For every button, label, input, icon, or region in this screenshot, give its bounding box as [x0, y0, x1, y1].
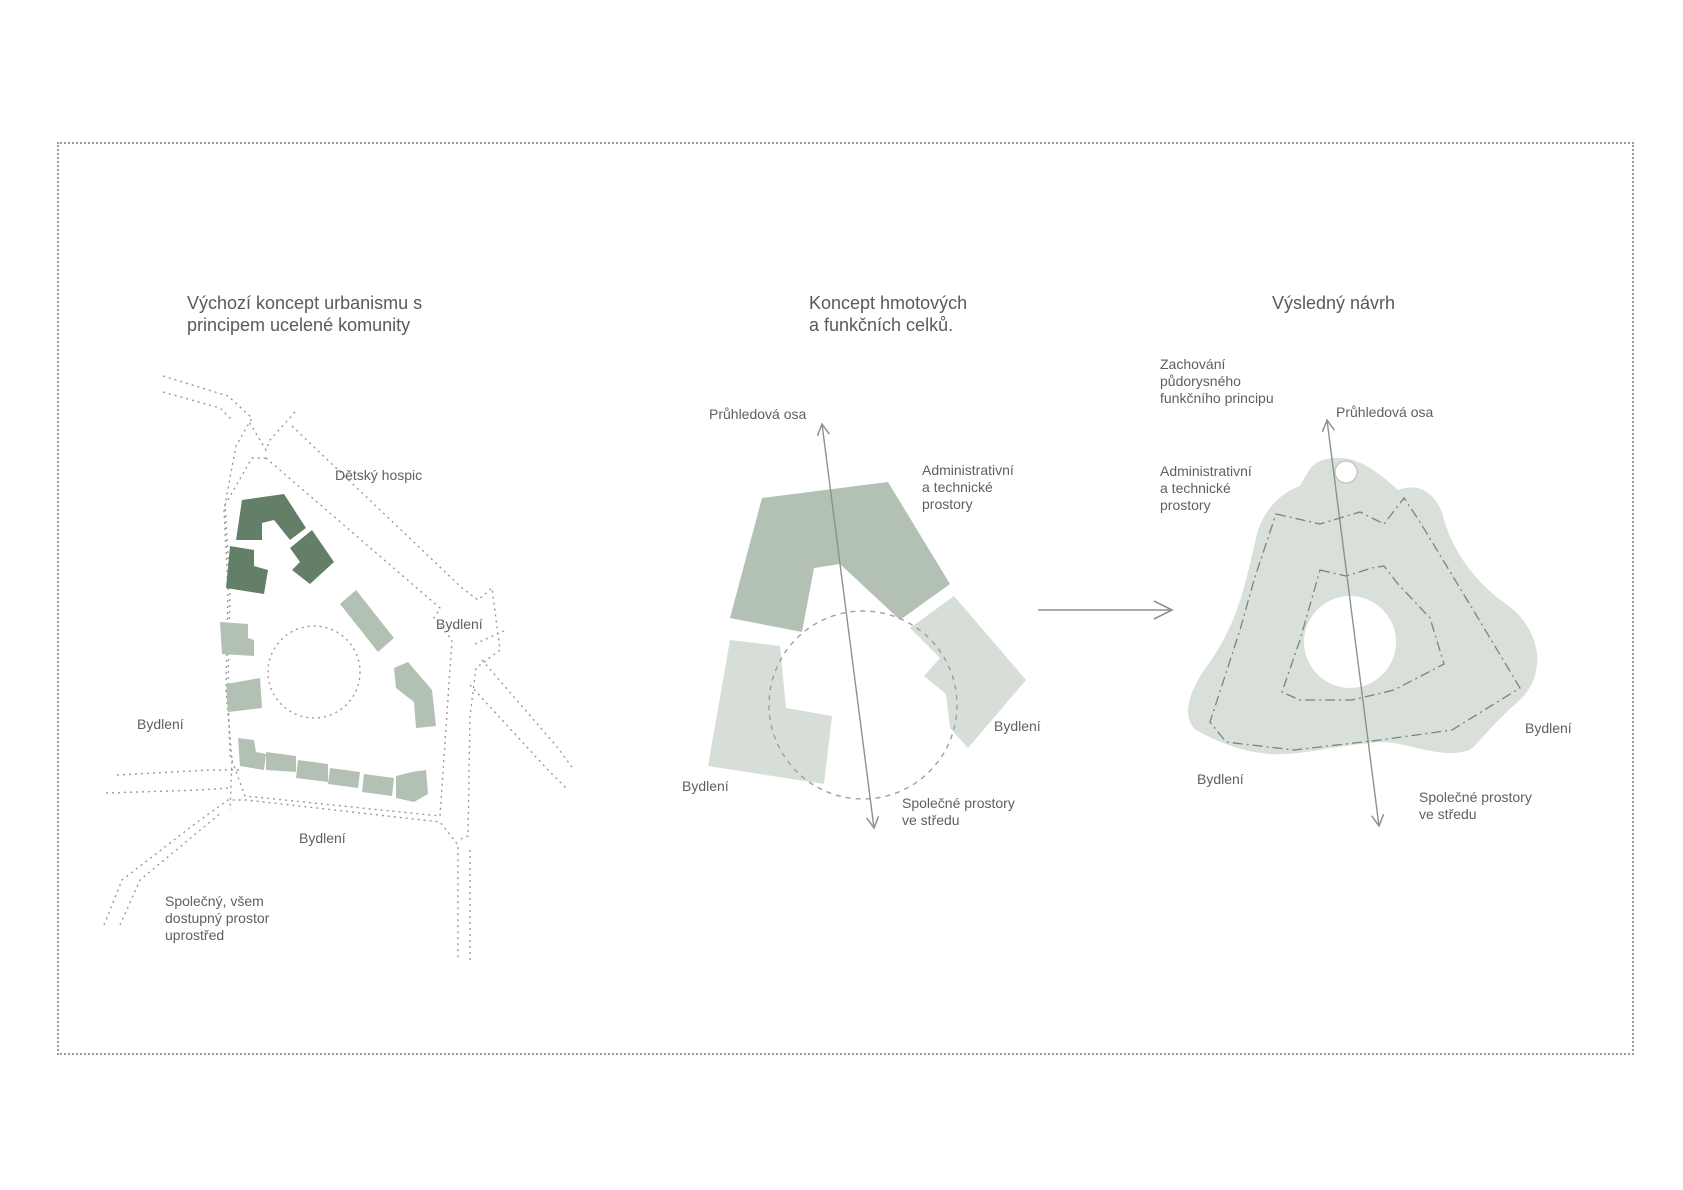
- housing-building-4: [394, 662, 436, 728]
- admin-mass: [730, 482, 950, 632]
- label-view-axis-final: Průhledová osa: [1336, 404, 1434, 420]
- title-initial-concept: Výchozí koncept urbanismu s principem uc…: [187, 293, 423, 335]
- housing-building-5: [238, 738, 266, 770]
- inner-dash-dot-path: [1281, 565, 1445, 701]
- road-edge-west-2: [105, 787, 229, 794]
- label-housing-middle-left: Bydlení: [682, 778, 729, 794]
- label-common-space-left: Společný, všem dostupný prostor uprostře…: [165, 893, 270, 943]
- label-common-final: Společné prostory ve středu: [1419, 789, 1532, 822]
- housing-building-3: [226, 678, 262, 712]
- label-admin-middle: Administrativní a technické prostory: [922, 462, 1014, 512]
- housing-building-7: [296, 760, 328, 782]
- housing-mass-right: [910, 596, 1026, 748]
- road-edge-east-2: [481, 659, 575, 771]
- housing-buildings: [220, 590, 436, 802]
- diagram-frame: [57, 142, 1634, 1055]
- road-edge-triangle-outer: [291, 425, 501, 841]
- housing-building-2: [220, 622, 254, 656]
- entrance-circle: [1334, 460, 1358, 484]
- housing-building-9: [362, 774, 394, 796]
- label-admin-final: Administrativní a technické prostory: [1160, 463, 1252, 513]
- label-preserve-principle: Zachování půdorysného funkčního principu: [1160, 356, 1274, 406]
- label-housing-west: Bydlení: [137, 716, 184, 732]
- housing-mass-left: [708, 640, 832, 784]
- label-housing-middle-right: Bydlení: [994, 718, 1041, 734]
- road-edge-south-1: [103, 799, 459, 960]
- label-housing-south: Bydlení: [299, 830, 346, 846]
- common-space-circle: [267, 625, 361, 719]
- hospic-building-1: [236, 494, 306, 540]
- hospic-building-2: [290, 530, 334, 584]
- label-housing-final-right: Bydlení: [1525, 720, 1572, 736]
- road-edge-west-1: [116, 769, 240, 776]
- road-edge-east-1: [469, 684, 569, 791]
- housing-building-6: [266, 752, 296, 772]
- housing-building-10: [396, 770, 428, 802]
- housing-building-1: [340, 590, 394, 652]
- label-housing-east: Bydlení: [436, 616, 483, 632]
- road-edge-north-spur: [247, 411, 296, 452]
- final-design: [1188, 418, 1538, 828]
- courtyard-circle: [1304, 596, 1396, 688]
- housing-building-8: [328, 768, 360, 788]
- label-housing-final-left: Bydlení: [1197, 771, 1244, 787]
- view-axis-middle: [816, 422, 880, 830]
- hospic-buildings: [226, 494, 334, 594]
- label-view-axis-middle: Průhledová osa: [709, 406, 807, 422]
- label-hospic: Dětský hospic: [335, 467, 423, 483]
- road-edge-north-east: [162, 391, 233, 421]
- site-plan: [103, 375, 575, 960]
- label-common-middle: Společné prostory ve středu: [902, 795, 1015, 828]
- mass-concept: [708, 422, 1026, 830]
- hospic-building-3: [226, 546, 268, 594]
- road-edge-north-west: [162, 375, 253, 811]
- title-final-design: Výsledný návrh: [1272, 293, 1396, 313]
- title-mass-concept: Koncept hmotových a funkčních celků.: [809, 293, 968, 335]
- view-axis-final: [1321, 418, 1385, 828]
- road-edge-south-2: [119, 811, 223, 926]
